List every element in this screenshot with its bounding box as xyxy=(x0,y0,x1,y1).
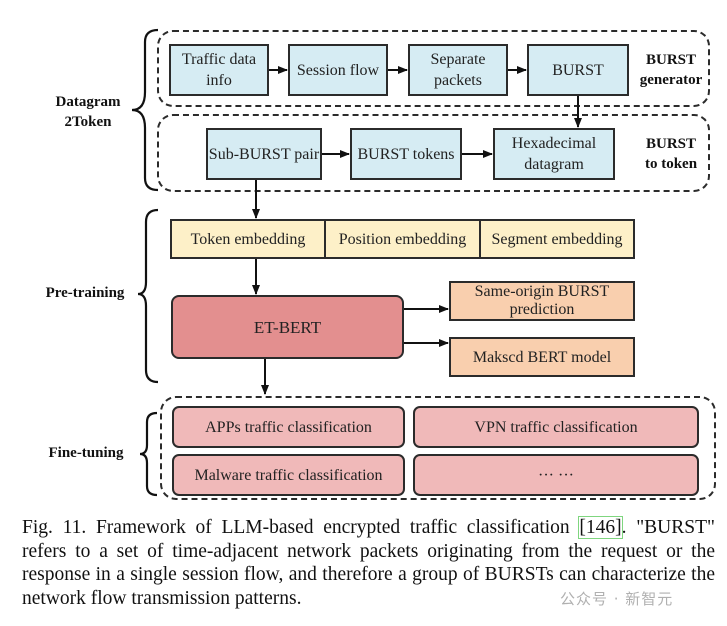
label-burst-generator-line2: generator xyxy=(639,72,703,88)
finetune-more-tasks: ··· ··· xyxy=(413,454,699,496)
label-burst-to-token-line1: BURST xyxy=(645,136,697,152)
figure-caption: Fig. 11. Framework of LLM-based encrypte… xyxy=(22,516,715,610)
label-burst-generator: BURST generator xyxy=(632,50,710,90)
step-session-flow: Session flow xyxy=(288,44,388,96)
position-embedding: Position embedding xyxy=(324,219,481,259)
section-label-finetuning: Fine-tuning xyxy=(48,445,124,461)
caption-prefix: Fig. 11. Framework of LLM-based encrypte… xyxy=(22,517,580,538)
finetuning-group-container xyxy=(160,396,716,500)
token-embedding: Token embedding xyxy=(170,219,326,259)
segment-embedding: Segment embedding xyxy=(479,219,635,259)
label-burst-to-token: BURST to token xyxy=(632,134,710,174)
step-burst-tokens: BURST tokens xyxy=(350,128,462,180)
brace-pretraining xyxy=(137,208,159,384)
step-hexadecimal-datagram: Hexadecimal datagram xyxy=(493,128,615,180)
brace-finetuning xyxy=(139,411,158,497)
finetune-malware-traffic-classification: Malware traffic classification xyxy=(172,454,405,496)
step-sub-burst-pair: Sub-BURST pair xyxy=(206,128,322,180)
task-masked-bert-model: Makscd BERT model xyxy=(449,337,635,377)
label-burst-to-token-line2: to token xyxy=(644,156,698,172)
section-label-datagram2token: Datagram 2Token xyxy=(55,94,121,130)
section-label-pretraining: Pre-training xyxy=(45,285,125,301)
finetune-apps-traffic-classification: APPs traffic classification xyxy=(172,406,405,448)
step-traffic-data-info: Traffic data info xyxy=(169,44,269,96)
finetune-vpn-traffic-classification: VPN traffic classification xyxy=(413,406,699,448)
step-separate-packets: Separate packets xyxy=(408,44,508,96)
et-bert-model: ET-BERT xyxy=(171,295,404,359)
caption-body: . "BURST" refers to a set of time-adjace… xyxy=(22,517,715,609)
citation-link[interactable]: [146] xyxy=(578,516,623,539)
watermark: 公众号 · 新智元 xyxy=(560,590,674,608)
task-same-origin-burst-prediction: Same-origin BURST prediction xyxy=(449,281,635,321)
label-burst-generator-line1: BURST xyxy=(645,52,697,68)
step-burst: BURST xyxy=(527,44,629,96)
